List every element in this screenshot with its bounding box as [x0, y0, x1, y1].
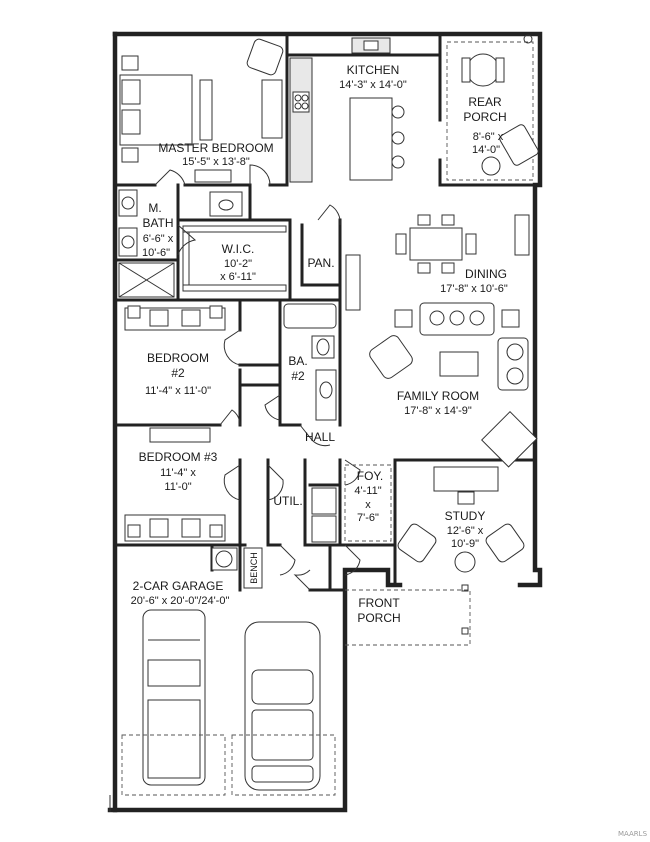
kitchen-name: KITCHEN: [347, 63, 400, 77]
garage-dims: 20'-6" x 20'-0"/24'-0": [131, 595, 230, 607]
hall-name: HALL: [305, 430, 335, 444]
study-furniture: [397, 466, 525, 573]
kitchen-dims: 14'-3" x 14'-0": [339, 79, 407, 91]
bedroom2-furniture: [124, 303, 337, 421]
rear-porch-name-2: PORCH: [463, 110, 506, 124]
rear-porch-dims-1: 8'-6" x: [473, 131, 504, 143]
master-bath-dims-2: 10'-6": [142, 247, 170, 259]
utility-foyer-fixtures: [211, 464, 392, 589]
interior-walls: [113, 32, 537, 592]
exterior-walls: [107, 31, 543, 813]
bath2-name-2: #2: [291, 369, 305, 383]
garage-name: 2-CAR GARAGE: [133, 579, 224, 593]
pantry-name: PAN.: [307, 256, 334, 270]
wic-name: W.I.C.: [222, 242, 255, 256]
study-dims-2: 10'-9": [451, 538, 479, 550]
bedroom3-name: BEDROOM #3: [139, 450, 218, 464]
family-room-dims: 17'-8" x 14'-9": [404, 405, 472, 417]
master-bedroom-dims: 15'-5" x 13'-8": [182, 156, 250, 168]
family-room-furniture: [369, 302, 538, 468]
master-bath-name-1: M.: [148, 201, 161, 215]
bedroom3-dims-2: 11'-0": [164, 481, 191, 493]
wic-shelving: [182, 225, 287, 292]
bedroom3-dims-1: 11'-4" x: [160, 467, 196, 479]
foyer-name: FOY.: [357, 469, 383, 483]
dining-dims: 17'-8" x 10'-6": [440, 283, 508, 295]
door-swings: [154, 164, 361, 591]
utility-name: UTIL.: [273, 494, 302, 508]
master-bath-fixtures: [118, 189, 243, 298]
foyer-dims-3: 7'-6": [357, 512, 379, 524]
study-dims-1: 12'-6" x: [447, 525, 484, 537]
master-bedroom-name: MASTER BEDROOM: [158, 141, 273, 155]
watermark: MAARLS: [618, 830, 648, 838]
front-porch: [345, 584, 471, 646]
room-labels: MASTER BEDROOM 15'-5" x 13'-8" KITCHEN 1…: [131, 63, 648, 838]
pickup-truck: [142, 609, 206, 786]
front-porch-name-1: FRONT: [358, 596, 400, 610]
dining-name: DINING: [465, 267, 507, 281]
bedroom2-name-2: #2: [171, 366, 185, 380]
bench-label: BENCH: [249, 552, 259, 584]
dining-furniture: [345, 214, 530, 311]
wic-dims-1: 10'-2": [224, 258, 252, 270]
garage-cars: [121, 609, 336, 796]
bedroom3-furniture: [124, 427, 226, 542]
family-room-name: FAMILY ROOM: [397, 389, 479, 403]
master-bath-name-2: BATH: [142, 216, 173, 230]
foyer-dims-1: 4'-11": [354, 485, 381, 497]
wic-dims-2: x 6'-11": [220, 271, 256, 283]
sedan-car: [244, 621, 321, 791]
study-name: STUDY: [445, 509, 486, 523]
bedroom2-name-1: BEDROOM: [147, 351, 209, 365]
rear-porch-fixtures: [446, 34, 539, 181]
rear-porch-name-1: REAR: [468, 95, 502, 109]
kitchen-fixtures: [289, 37, 405, 183]
master-bath-dims-1: 6'-6" x: [143, 233, 174, 245]
rear-porch-dims-2: 14'-0": [472, 144, 500, 156]
foyer-dims-2: x: [365, 499, 371, 511]
master-bedroom-furniture: [119, 38, 284, 183]
front-porch-name-2: PORCH: [357, 611, 400, 625]
bath2-name-1: BA.: [288, 354, 307, 368]
bedroom2-dims: 11'-4" x 11'-0": [145, 385, 211, 397]
